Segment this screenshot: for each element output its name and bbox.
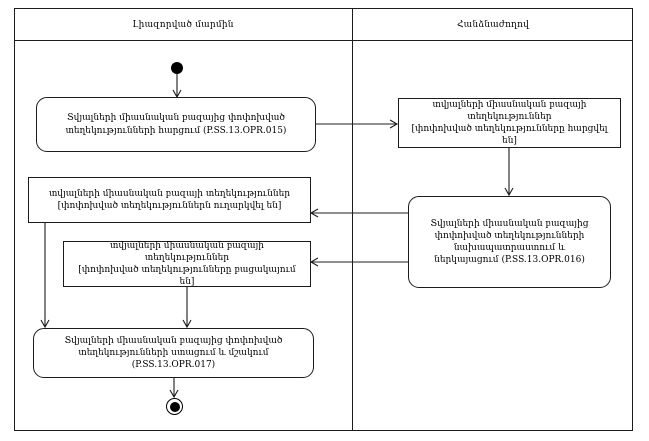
initial-node	[171, 62, 183, 74]
lane-header-commission: Հանձնաժողով	[353, 8, 633, 41]
object-info-sent: տվյալների միասնական բազայի տեղեկությունն…	[28, 177, 311, 223]
object-state: [փոփոխված տեղեկությունները հարցվել են]	[411, 124, 608, 147]
final-node-dot	[169, 401, 180, 412]
activity-receive-process-info: Տվյալների միասնական բազայից փոփոխված տեղ…	[33, 328, 314, 378]
object-state: [փոփոխված տեղեկություններն ուղարկվել են]	[57, 201, 282, 211]
swimlane-divider	[352, 8, 353, 431]
object-title: տվյալների միասնական բազայի տեղեկությունն…	[48, 188, 291, 199]
lane-label-text: Հանձնաժողով	[457, 19, 529, 30]
lane-header-authorized-body: Լիազորված մարմին	[14, 8, 352, 41]
lane-label-text: Լիազորված մարմին	[132, 19, 234, 30]
activity-query-changed-info: Տվյալների միասնական բազայից փոփոխված տեղ…	[36, 97, 316, 152]
object-title: տվյալների միասնական բազայի տեղեկությունն…	[432, 99, 587, 122]
activity-text: Տվյալների միասնական բազայից փոփոխված տեղ…	[430, 218, 589, 266]
object-info-requested: տվյալների միասնական բազայի տեղեկությունն…	[398, 98, 621, 148]
object-state: [փոփոխված տեղեկությունները բացակայում են…	[78, 265, 296, 288]
final-node	[166, 398, 183, 415]
swimlane-header-row	[14, 8, 633, 41]
object-title: տվյալների միասնական բազայի տեղեկությունն…	[109, 240, 265, 263]
activity-text: Տվյալների միասնական բազայից փոփոխված տեղ…	[65, 113, 287, 136]
activity-text: Տվյալների միասնական բազայից փոփոխված տեղ…	[64, 335, 283, 371]
activity-prepare-present-info: Տվյալների միասնական բազայից փոփոխված տեղ…	[408, 196, 611, 288]
object-info-absent: տվյալների միասնական բազայի տեղեկությունն…	[63, 241, 311, 287]
